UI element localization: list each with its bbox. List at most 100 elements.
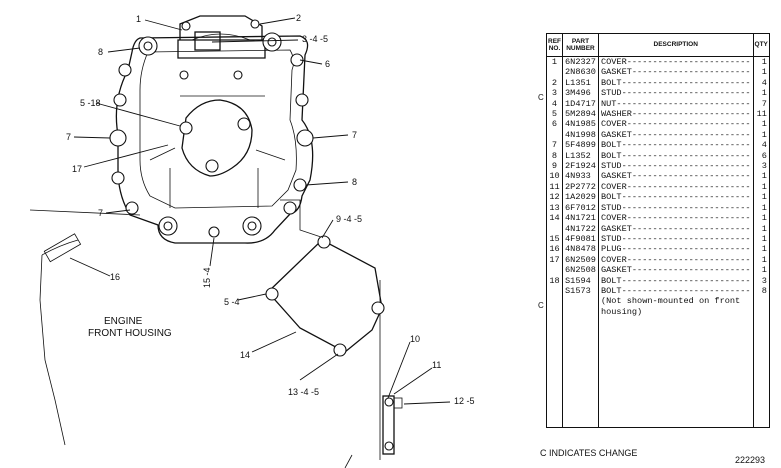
row-part-number: 5M2894	[562, 109, 599, 120]
row-description: COVER------------------------	[597, 181, 754, 193]
inner-round-cover	[149, 99, 286, 177]
leader-lines	[69, 17, 451, 405]
row-qty: 7	[752, 98, 770, 110]
callout-17: 17	[72, 164, 82, 174]
row-ref-no	[546, 129, 563, 141]
row-part-number: 4N933	[562, 171, 599, 182]
row-part-number: 2F1924	[562, 161, 599, 172]
row-qty: 3	[752, 161, 770, 172]
row-qty: 1	[752, 67, 770, 78]
row-qty: 1	[752, 56, 770, 68]
table-header-row: REF NO. PART NUMBER DESCRIPTION QTY	[546, 33, 770, 57]
row-ref-no: 4	[546, 98, 563, 110]
row-description: STUD-------------------------	[597, 202, 754, 214]
row-ref-no: 7	[546, 140, 563, 151]
row-qty: 11	[752, 109, 770, 120]
row-qty	[752, 296, 770, 307]
row-ref-no: 12	[546, 192, 563, 203]
callout-7-lower-left: 7	[98, 208, 103, 218]
row-ref-no: 9	[546, 161, 563, 172]
callout-10: 10	[410, 334, 420, 344]
top-cover-group	[177, 15, 266, 80]
callout-9-4-5: 9 -4 -5	[336, 214, 362, 224]
callout-15-4: 15 -4	[202, 267, 212, 288]
row-part-number: 2N8630	[562, 67, 599, 78]
row-ref-no: 5	[546, 109, 563, 120]
row-qty: 1	[752, 265, 770, 276]
row-description: BOLT-------------------------	[597, 285, 754, 297]
callout-16: 16	[110, 272, 120, 282]
side-cover-14	[265, 235, 385, 357]
row-description: BOLT-------------------------	[597, 77, 754, 89]
row-description: STUD-------------------------	[597, 233, 754, 245]
row-qty: 1	[752, 223, 770, 234]
row-description: PLUG-------------------------	[597, 244, 754, 255]
row-part-number: 4N1722	[562, 223, 599, 234]
row-qty: 1	[752, 244, 770, 255]
row-ref-no	[546, 296, 563, 307]
callout-11: 11	[432, 360, 441, 370]
row-part-number: L1351	[562, 77, 599, 89]
callout-1: 1	[136, 14, 141, 24]
row-description: GASKET-----------------------	[597, 67, 754, 78]
row-ref-no: 6	[546, 119, 563, 130]
callout-12-5: 12 -5	[454, 396, 475, 406]
row-description: COVER------------------------	[597, 56, 754, 68]
row-description: BOLT-------------------------	[597, 275, 754, 286]
row-qty: 4	[752, 140, 770, 151]
callout-13-4-5: 13 -4 -5	[288, 387, 319, 397]
row-part-number: 6N2327	[562, 56, 599, 68]
row-ref-no	[546, 223, 563, 234]
row-qty: 1	[752, 129, 770, 141]
engine-label-line1: ENGINE	[104, 316, 143, 327]
row-qty: 1	[752, 213, 770, 224]
row-ref-no: 8	[546, 150, 563, 162]
row-description: GASKET-----------------------	[597, 171, 754, 182]
row-ref-no: 18	[546, 275, 563, 286]
row-description: COVER------------------------	[597, 119, 754, 130]
change-note: C INDICATES CHANGE	[540, 448, 638, 458]
callout-8-right: 8	[352, 177, 357, 187]
row-part-number: 6N2509	[562, 254, 599, 266]
row-description: GASKET-----------------------	[597, 223, 754, 234]
row-part-number: 5F4899	[562, 140, 599, 151]
row-part-number: 4N1721	[562, 213, 599, 224]
row-description: (Not shown-mounted on front	[597, 296, 754, 307]
row-part-number: 4N1985	[562, 119, 599, 130]
engine-label-line2: FRONT HOUSING	[88, 328, 172, 339]
change-mark: C	[538, 93, 544, 102]
row-ref-no: 3	[546, 88, 563, 99]
row-part-number: S1573	[562, 285, 599, 297]
row-part-number: 6F7012	[562, 202, 599, 214]
row-part-number	[562, 306, 599, 428]
row-part-number	[562, 296, 599, 307]
row-part-number: 6N2508	[562, 265, 599, 276]
row-description: NUT--------------------------	[597, 98, 754, 110]
exploded-parts-drawing: 1 2 3 -4 -5 6 8 5 -18 7 17 7 8 7 9 -4 -5…	[29, 13, 475, 468]
callout-8-top: 8	[98, 47, 103, 57]
row-qty: 1	[752, 233, 770, 245]
main-cover-plate	[109, 32, 314, 244]
row-part-number: 2P2772	[562, 181, 599, 193]
header-ref-no: REF NO.	[546, 33, 563, 57]
row-ref-no: 2	[546, 77, 563, 89]
row-qty: 1	[752, 171, 770, 182]
row-qty: 1	[752, 202, 770, 214]
callout-5-4: 5 -4	[224, 297, 240, 307]
row-description: GASKET-----------------------	[597, 129, 754, 141]
row-part-number: S1594	[562, 275, 599, 286]
